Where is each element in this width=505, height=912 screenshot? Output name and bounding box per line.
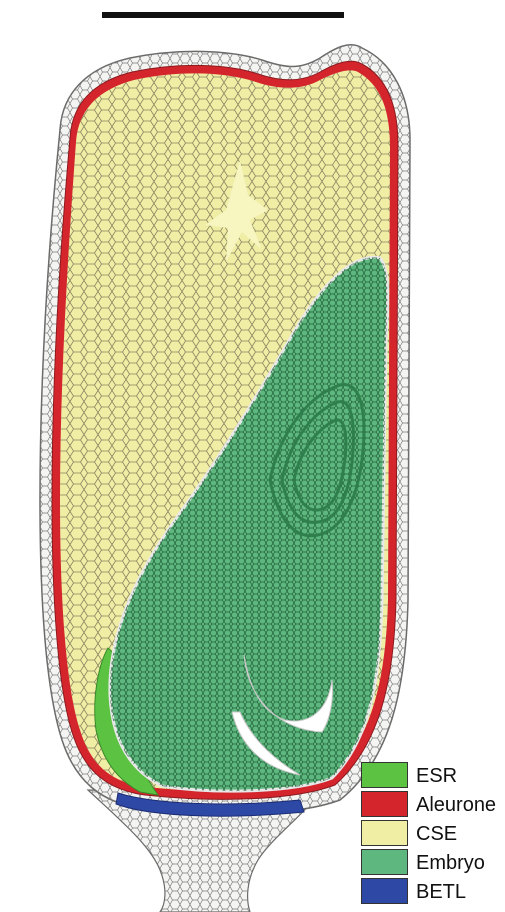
scale-bar	[102, 12, 344, 18]
legend-label-aleurone: Aleurone	[416, 793, 496, 817]
legend-swatch-aleurone	[361, 791, 408, 817]
legend-label-betl: BETL	[416, 880, 466, 904]
legend-label-cse: CSE	[416, 822, 457, 846]
legend-swatch-cse	[361, 820, 408, 846]
legend-item-embryo: Embryo	[361, 849, 503, 877]
legend-swatch-betl	[361, 878, 408, 904]
legend-item-esr: ESR	[361, 762, 503, 790]
legend-swatch-embryo	[361, 849, 408, 875]
legend: ESR Aleurone CSE Embryo BETL	[361, 762, 503, 907]
legend-label-embryo: Embryo	[416, 851, 485, 875]
legend-swatch-esr	[361, 762, 408, 788]
legend-label-esr: ESR	[416, 764, 457, 788]
legend-item-betl: BETL	[361, 878, 503, 906]
legend-item-aleurone: Aleurone	[361, 791, 503, 819]
legend-item-cse: CSE	[361, 820, 503, 848]
